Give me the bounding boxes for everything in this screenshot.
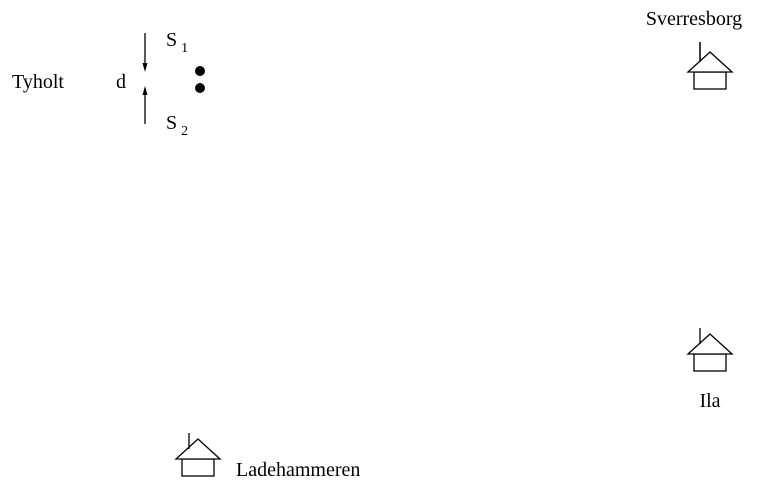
receiver-ila: Ila [686, 328, 734, 412]
source-point-s2 [195, 83, 205, 93]
ila-label: Ila [699, 390, 720, 412]
arrow-up-icon [142, 86, 148, 124]
house-icon [174, 433, 222, 477]
house-icon [686, 328, 734, 372]
tyholt-label: Tyholt [12, 71, 64, 93]
receiver-ladehammeren: Ladehammeren [174, 433, 360, 481]
sverresborg-label: Sverresborg [646, 8, 742, 30]
arrow-down-icon [142, 33, 148, 72]
separation-label-d: d [116, 71, 126, 93]
house-icon [686, 42, 734, 90]
receiver-sverresborg: Sverresborg [646, 8, 742, 90]
source-point-s1 [195, 66, 205, 76]
ladehammeren-label: Ladehammeren [236, 459, 360, 481]
